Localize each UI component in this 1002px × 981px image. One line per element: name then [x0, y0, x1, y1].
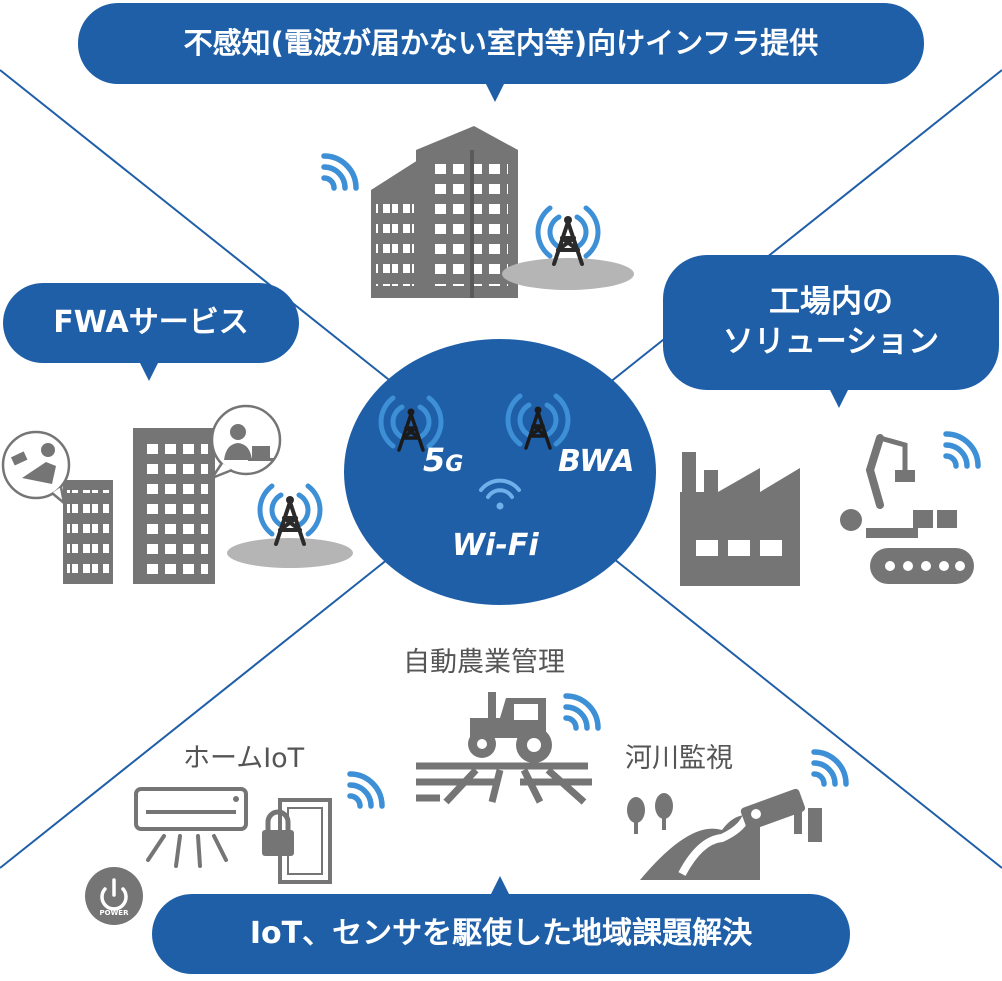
label-river-monitoring: 河川監視: [625, 743, 733, 774]
robot-arm-conveyor-icon: [840, 434, 978, 584]
office-buildings-icon: [324, 126, 518, 298]
tower-top: [502, 208, 634, 290]
callout-top-tail: [484, 80, 506, 102]
callout-factory-line2: ソリューション: [722, 323, 940, 360]
callout-iot-regional-issues: IoT、センサを駆使した地域課題解決: [152, 894, 850, 974]
user-bubble-right-icon: [208, 404, 282, 481]
label-automated-farming: 自動農業管理: [403, 647, 565, 678]
label-bwa: BWA: [558, 444, 635, 479]
river-landscape-icon: [627, 793, 760, 880]
label-5g-suffix: G: [445, 452, 464, 477]
label-home-iot: ホームIoT: [183, 743, 305, 774]
label-5g: 5G: [423, 441, 463, 479]
power-button-icon: [85, 867, 143, 925]
factory-icon: [680, 452, 800, 586]
label-wifi: Wi-Fi: [452, 528, 539, 563]
callout-right-tail: [828, 386, 850, 408]
apartment-buildings-icon: [63, 428, 215, 584]
tractor-field-icon: [416, 692, 598, 805]
callout-factory-line1: 工場内の: [769, 283, 893, 320]
callout-left-tail: [138, 359, 160, 381]
smart-door-lock-icon: [262, 774, 382, 884]
hub-wifi-icon: [479, 478, 521, 510]
security-camera-icon: [740, 752, 846, 842]
callout-factory-solution: 工場内の ソリューション: [663, 255, 999, 390]
tower-left: [227, 486, 353, 568]
air-conditioner-icon: [134, 787, 248, 868]
callout-bottom-tail: [489, 876, 511, 898]
label-5g-number: 5: [423, 441, 446, 479]
callout-indoor-infrastructure: 不感知(電波が届かない室内等)向けインフラ提供: [78, 3, 924, 84]
label-power: POWER: [99, 909, 129, 917]
callout-fwa-service: FWAサービス: [3, 283, 299, 363]
user-bubble-left-icon: [1, 430, 71, 507]
